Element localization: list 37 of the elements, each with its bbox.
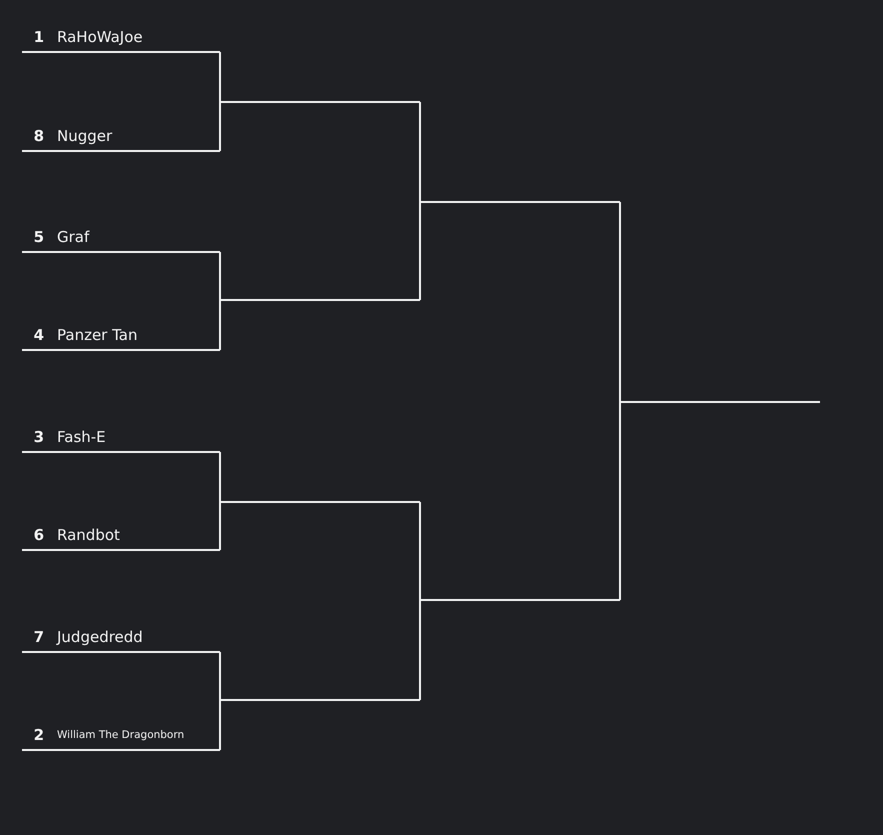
bracket-connector xyxy=(219,501,221,550)
player-name: William The Dragonborn xyxy=(57,729,184,741)
seed-number: 2 xyxy=(32,726,44,744)
bracket-connector xyxy=(419,201,421,300)
seed-number: 7 xyxy=(32,628,44,646)
bracket-connector xyxy=(419,502,421,601)
player-name: RaHoWaJoe xyxy=(57,28,143,46)
seed-number: 4 xyxy=(32,326,44,344)
bracket-connector xyxy=(219,652,221,701)
bracket-connector xyxy=(219,101,221,151)
bracket-line xyxy=(620,401,820,403)
bracket-connector xyxy=(619,202,621,403)
bracket-connector xyxy=(419,599,421,700)
bracket-connector xyxy=(219,52,221,103)
bracket-line xyxy=(420,599,620,601)
seed-number: 6 xyxy=(32,526,44,544)
player-name: Randbot xyxy=(57,526,120,544)
seed-number: 1 xyxy=(32,28,44,46)
bracket-connector xyxy=(219,452,221,503)
bracket-connector xyxy=(219,299,221,350)
bracket-line xyxy=(220,699,420,701)
player-name: Nugger xyxy=(57,127,112,145)
bracket-line xyxy=(420,201,620,203)
player-name: Panzer Tan xyxy=(57,326,138,344)
player-name: Judgedredd xyxy=(57,628,143,646)
player-name: Fash-E xyxy=(57,428,106,446)
bracket-connector xyxy=(219,252,221,301)
seed-number: 5 xyxy=(32,228,44,246)
seed-number: 8 xyxy=(32,127,44,145)
seed-number: 3 xyxy=(32,428,44,446)
bracket-connector xyxy=(619,401,621,600)
bracket-connector xyxy=(219,699,221,750)
bracket-line xyxy=(220,501,420,503)
bracket-line xyxy=(220,101,420,103)
player-name: Graf xyxy=(57,228,90,246)
bracket-line xyxy=(220,299,420,301)
bracket-connector xyxy=(419,102,421,203)
